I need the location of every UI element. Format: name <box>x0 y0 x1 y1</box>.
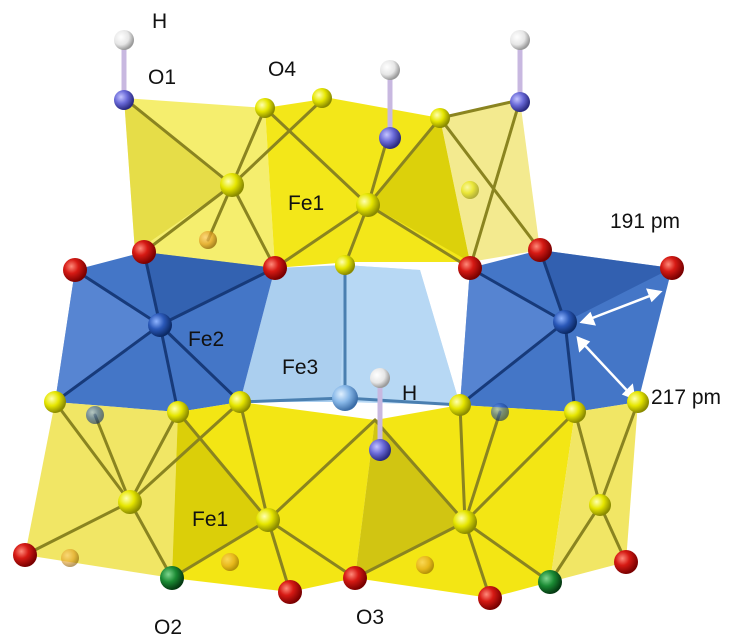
fe-atom-yellow <box>220 173 244 197</box>
oxygen-atom-yellow <box>44 391 66 413</box>
label-o2: O2 <box>154 616 182 639</box>
hydrogen-atom <box>510 30 530 50</box>
oxygen-atom-red <box>528 238 552 262</box>
oxygen-atom-yellow <box>255 98 275 118</box>
fe-atom-yellow <box>118 490 142 514</box>
hydroxyl-oxygen-atom <box>510 92 530 112</box>
fe-atom-yellow <box>356 193 380 217</box>
label-217-pm: 217 pm <box>651 386 721 409</box>
fe1-atom-bottom <box>256 508 280 532</box>
oxygen-atom-red <box>660 256 684 280</box>
atoms <box>13 30 684 610</box>
label-191-pm: 191 pm <box>610 210 680 233</box>
hidden-atom-blue <box>491 403 509 421</box>
top-center-octahedron-shade <box>370 118 470 262</box>
oxygen-atom-green <box>160 566 184 590</box>
middle-blue-octahedra-layer <box>53 248 672 414</box>
oxygen-atom-red <box>458 256 482 280</box>
hidden-atom-orange <box>416 556 434 574</box>
right-blue-octahedron-face <box>540 250 672 322</box>
oxygen-atom-yellow <box>627 391 649 413</box>
bottom-left-octahedron <box>25 402 178 578</box>
oxygen-atom-yellow <box>564 401 586 423</box>
hidden-atom-yellow <box>461 181 479 199</box>
oxygen-atom-yellow <box>312 88 332 108</box>
fe2-octahedron-face2 <box>144 252 275 325</box>
top-right-octahedron <box>440 100 540 262</box>
fe2-atom <box>148 313 172 337</box>
label-o4: O4 <box>268 58 296 81</box>
right-blue-octahedron-face2 <box>460 268 565 405</box>
hydrogen-atom <box>380 60 400 80</box>
label-fe1-bottom: Fe1 <box>192 508 228 531</box>
label-fe2: Fe2 <box>188 328 224 351</box>
hydrogen-atom <box>114 30 134 50</box>
label-fe1-top: Fe1 <box>288 192 324 215</box>
bottom-yellow-octahedra-layer <box>23 400 640 600</box>
oxygen-atom-red <box>132 240 156 264</box>
hidden-atom-orange <box>221 553 239 571</box>
labels: H O1 O4 Fe1 191 pm Fe2 Fe3 H 217 pm Fe1 … <box>148 10 721 639</box>
label-h-mid: H <box>402 382 417 405</box>
oxygen-atom-red <box>278 580 302 604</box>
fe2-octahedron-face <box>55 270 160 402</box>
hidden-atom-blue <box>86 406 104 424</box>
oxygen-atom-red <box>478 586 502 610</box>
oxygen-atom-yellow <box>167 401 189 423</box>
oxygen-atom-red <box>343 566 367 590</box>
fe-atom-yellow <box>453 510 477 534</box>
oxygen-atom-red <box>263 256 287 280</box>
oxygen-atom-yellow <box>229 391 251 413</box>
hydrogen-atom <box>370 368 390 388</box>
hydroxyl-oxygen-atom <box>114 90 134 110</box>
label-o3: O3 <box>356 606 384 629</box>
label-o1: O1 <box>148 66 176 89</box>
hydroxyl-bonds <box>121 39 523 451</box>
label-fe3: Fe3 <box>282 356 318 379</box>
fe3-octahedron-face <box>340 265 460 405</box>
oxygen-atom-red <box>63 258 87 282</box>
fe3-atom <box>332 385 358 411</box>
label-h-top: H <box>152 10 167 33</box>
fe-atom-blue <box>553 310 577 334</box>
fe-atom-yellow <box>589 494 611 516</box>
distance-arrows <box>576 288 663 400</box>
oxygen-atom-red <box>13 543 37 567</box>
oxygen-atom-yellow <box>335 255 355 275</box>
top-yellow-octahedra-layer <box>122 96 542 270</box>
hidden-atom-orange <box>199 231 217 249</box>
hydroxyl-oxygen-atom <box>369 439 391 461</box>
bottom-center-left-shade <box>172 412 268 578</box>
oxygen-atom-yellow <box>430 108 450 128</box>
hydroxyl-oxygen-atom <box>379 127 401 149</box>
oxygen-atom-yellow <box>449 394 471 416</box>
hidden-atom-orange <box>61 549 79 567</box>
oxygen-atom-green <box>538 570 562 594</box>
oxygen-atom-red <box>614 550 638 574</box>
top-left-octahedron-shade <box>124 98 232 252</box>
